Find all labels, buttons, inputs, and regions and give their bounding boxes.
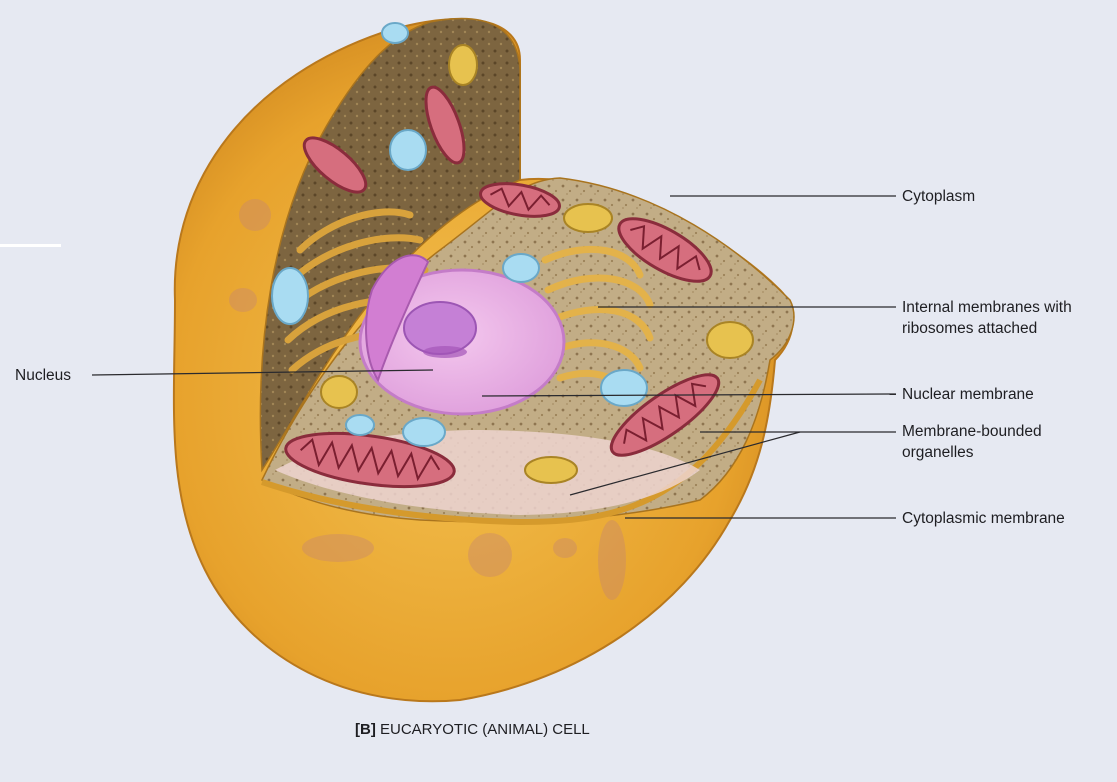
label-nuclear-membrane: Nuclear membrane — [902, 386, 1034, 403]
white-mark — [0, 244, 61, 247]
shell-shadows — [229, 199, 626, 600]
label-membrane-bounded-line1: Membrane-bounded — [902, 423, 1042, 440]
nucleus-shape — [358, 254, 566, 416]
label-nucleus: Nucleus — [15, 367, 71, 384]
label-internal-membranes-line1: Internal membranes with — [902, 299, 1072, 316]
leader-lines — [91, 195, 897, 519]
label-membrane-bounded-line2: organelles — [902, 444, 974, 461]
label-cytoplasmic-membrane: Cytoplasmic membrane — [902, 510, 1065, 527]
vacuoles — [271, 22, 648, 447]
label-cytoplasm: Cytoplasm — [902, 188, 976, 205]
label-internal-membranes-line2: ribosomes attached — [902, 320, 1038, 337]
figure-caption: [B] EUCARYOTIC (ANIMAL) CELL — [355, 721, 590, 738]
caption-tag: [B] — [355, 721, 376, 738]
vesicles — [320, 44, 754, 484]
caption-text: EUCARYOTIC (ANIMAL) CELL — [380, 721, 590, 738]
